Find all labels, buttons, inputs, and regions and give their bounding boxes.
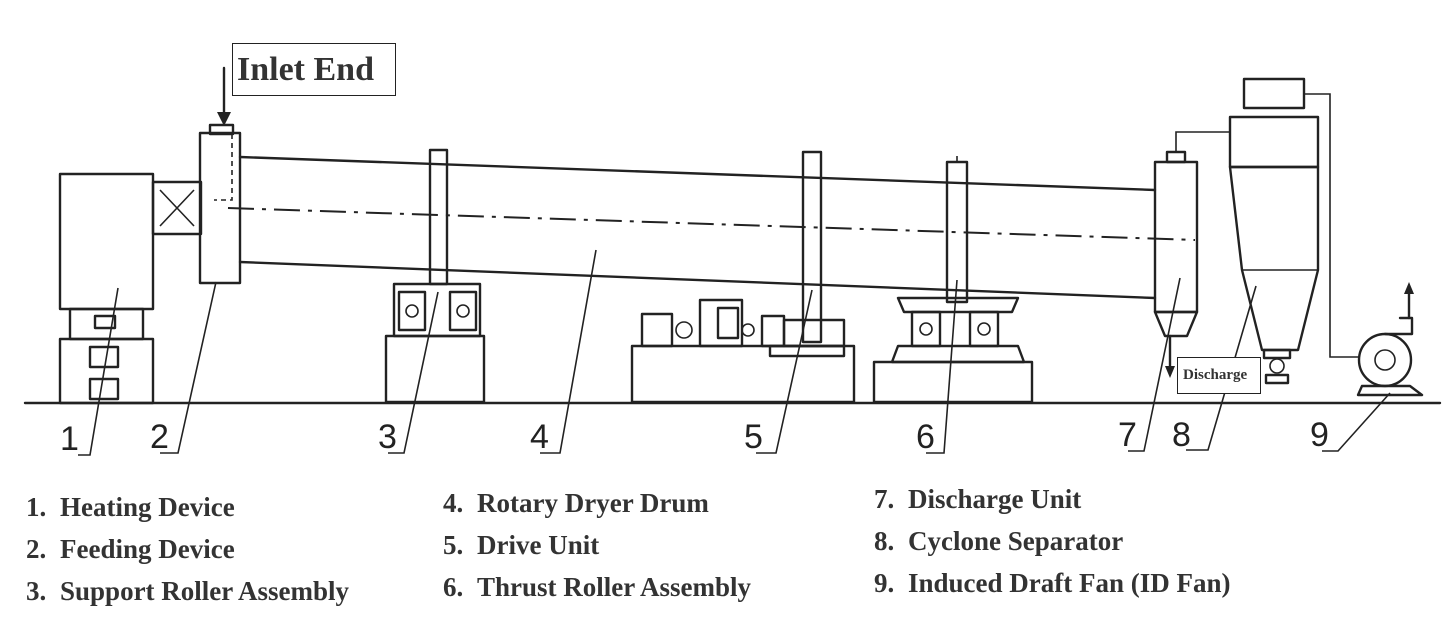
legend-number: 8. [874, 526, 895, 556]
legend-label: Heating Device [60, 492, 235, 522]
heating-device [58, 172, 203, 405]
legend-number: 3. [26, 576, 47, 606]
legend-number: 2. [26, 534, 47, 564]
thrust-roller-assembly [872, 156, 1034, 404]
rotary-dryer-drum [227, 155, 1196, 300]
number-4: 4 [530, 418, 549, 456]
legend-item: 6. Thrust Roller Assembly [443, 566, 751, 608]
discharge-unit [1153, 131, 1230, 378]
legend-item: 2. Feeding Device [26, 528, 349, 570]
legend-item: 4. Rotary Dryer Drum [443, 482, 751, 524]
legend-label: Support Roller Assembly [60, 576, 350, 606]
legend-number: 1. [26, 492, 47, 522]
number-1: 1 [60, 420, 79, 458]
legend-number: 5. [443, 530, 464, 560]
legend-item: 1. Heating Device [26, 486, 349, 528]
legend-label: Feeding Device [60, 534, 235, 564]
cyclone-separator [1228, 77, 1360, 385]
legend-item: 7. Discharge Unit [874, 478, 1231, 520]
discharge-label: Discharge [1177, 357, 1261, 394]
legend-label: Rotary Dryer Drum [477, 488, 709, 518]
leader-lines [78, 249, 1391, 456]
legend-number: 7. [874, 484, 895, 514]
number-6: 6 [916, 418, 935, 456]
legend-item: 9. Induced Draft Fan (ID Fan) [874, 562, 1231, 604]
inlet-end-label: Inlet End [232, 43, 396, 96]
legend-item: 5. Drive Unit [443, 524, 751, 566]
component-numbers: 1 2 3 4 5 6 7 8 9 [60, 416, 1329, 458]
legend-column-1: 1. Heating Device 2. Feeding Device 3. Supp… [26, 486, 349, 612]
support-roller-assembly [384, 148, 486, 404]
number-3: 3 [378, 418, 397, 456]
number-8: 8 [1172, 416, 1191, 454]
legend-label: Thrust Roller Assembly [477, 572, 752, 602]
legend-label: Drive Unit [477, 530, 600, 560]
legend-number: 6. [443, 572, 464, 602]
legend-number: 4. [443, 488, 464, 518]
legend-number: 9. [874, 568, 895, 598]
number-2: 2 [150, 418, 169, 456]
legend-item: 3. Support Roller Assembly [26, 570, 349, 612]
number-5: 5 [744, 418, 763, 456]
legend-column-3: 7. Discharge Unit 8. Cyclone Separator 9. I… [874, 478, 1231, 604]
legend-column-2: 4. Rotary Dryer Drum 5. Drive Unit 6. Thrus… [443, 482, 751, 608]
induced-draft-fan [1356, 282, 1424, 397]
number-7: 7 [1118, 416, 1137, 454]
legend-label: Discharge Unit [908, 484, 1082, 514]
number-9: 9 [1310, 416, 1329, 454]
legend-label: Cyclone Separator [908, 526, 1124, 556]
legend-label: Induced Draft Fan (ID Fan) [908, 568, 1231, 598]
drive-unit [630, 150, 856, 404]
feeding-device [198, 66, 242, 285]
legend-item: 8. Cyclone Separator [874, 520, 1231, 562]
